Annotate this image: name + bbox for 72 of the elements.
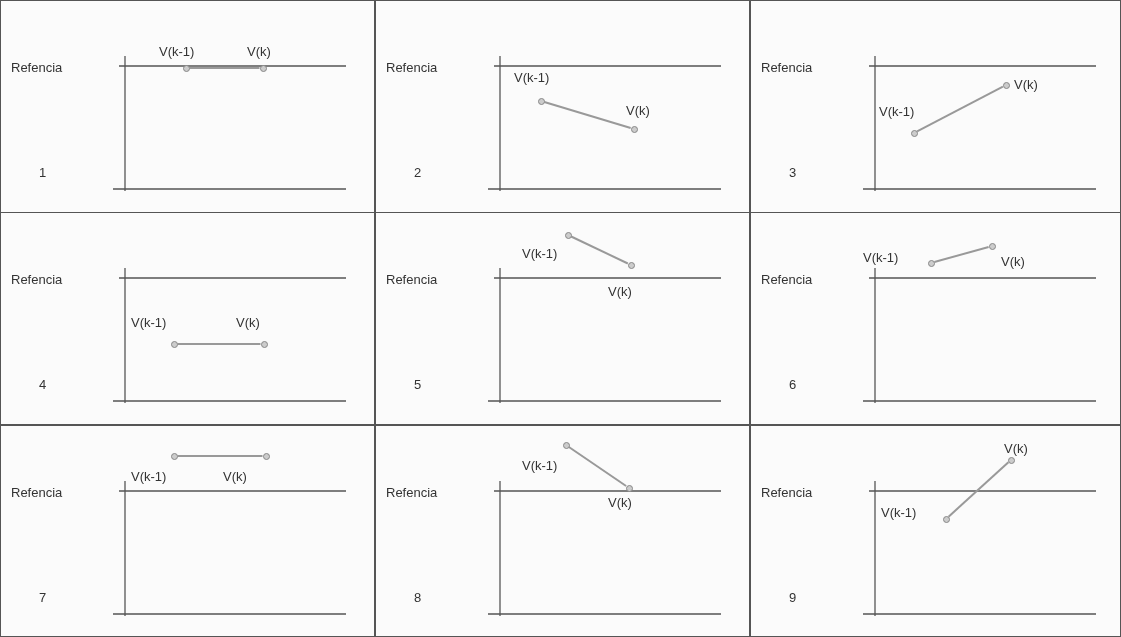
data-point	[259, 64, 267, 72]
reference-label: Refencia	[11, 273, 63, 286]
line-segment	[933, 245, 990, 264]
panel-number: 5	[414, 378, 422, 391]
data-point	[627, 261, 635, 269]
reference-label: Refencia	[386, 486, 438, 499]
data-point	[260, 340, 268, 348]
data-point	[942, 515, 950, 523]
line-segment	[176, 455, 264, 457]
data-point	[170, 452, 178, 460]
data-point	[1002, 81, 1010, 89]
data-point	[910, 129, 918, 137]
panel-number: 3	[789, 166, 797, 179]
line-segment	[567, 445, 628, 488]
value-label: V(k-1)	[522, 247, 558, 260]
data-point	[537, 97, 545, 105]
panel-number: 8	[414, 591, 422, 604]
line-segment	[188, 67, 261, 69]
line-segment	[947, 461, 1010, 518]
chart-panel	[750, 425, 1121, 637]
value-label: V(k-1)	[879, 105, 915, 118]
value-label: V(k)	[1001, 255, 1025, 268]
chart-panel	[375, 425, 750, 637]
value-label: V(k)	[236, 316, 260, 329]
data-point	[170, 340, 178, 348]
value-label: V(k-1)	[863, 251, 899, 264]
data-point	[927, 259, 935, 267]
data-point	[988, 242, 996, 250]
reference-label: Refencia	[386, 273, 438, 286]
panel-number: 4	[39, 378, 47, 391]
data-point	[182, 64, 190, 72]
chart-panel	[0, 212, 375, 425]
value-label: V(k-1)	[881, 506, 917, 519]
value-label: V(k)	[608, 496, 632, 509]
value-label: V(k)	[608, 285, 632, 298]
value-label: V(k)	[223, 470, 247, 483]
value-label: V(k-1)	[159, 45, 195, 58]
panel-number: 1	[39, 166, 47, 179]
data-point	[562, 441, 570, 449]
chart-panel	[750, 0, 1121, 213]
line-segment	[543, 101, 632, 129]
line-segment	[570, 235, 629, 265]
line-segment	[916, 85, 1004, 133]
value-label: V(k)	[1004, 442, 1028, 455]
value-label: V(k)	[1014, 78, 1038, 91]
data-point	[564, 231, 572, 239]
reference-label: Refencia	[761, 486, 813, 499]
data-point	[262, 452, 270, 460]
value-label: V(k-1)	[522, 459, 558, 472]
value-label: V(k-1)	[131, 316, 167, 329]
data-point	[630, 125, 638, 133]
panel-number: 7	[39, 591, 47, 604]
data-point	[1007, 456, 1015, 464]
chart-panel	[0, 425, 375, 637]
reference-label: Refencia	[761, 61, 813, 74]
chart-panel	[375, 0, 750, 213]
chart-panel	[750, 212, 1121, 425]
value-label: V(k)	[626, 104, 650, 117]
value-label: V(k-1)	[131, 470, 167, 483]
reference-label: Refencia	[386, 61, 438, 74]
chart-panel	[0, 0, 375, 213]
value-label: V(k-1)	[514, 71, 550, 84]
panel-number: 6	[789, 378, 797, 391]
reference-label: Refencia	[11, 61, 63, 74]
line-segment	[176, 343, 262, 345]
reference-label: Refencia	[761, 273, 813, 286]
panel-number: 2	[414, 166, 422, 179]
panel-number: 9	[789, 591, 797, 604]
reference-label: Refencia	[11, 486, 63, 499]
chart-panel	[375, 212, 750, 425]
value-label: V(k)	[247, 45, 271, 58]
data-point	[625, 484, 633, 492]
